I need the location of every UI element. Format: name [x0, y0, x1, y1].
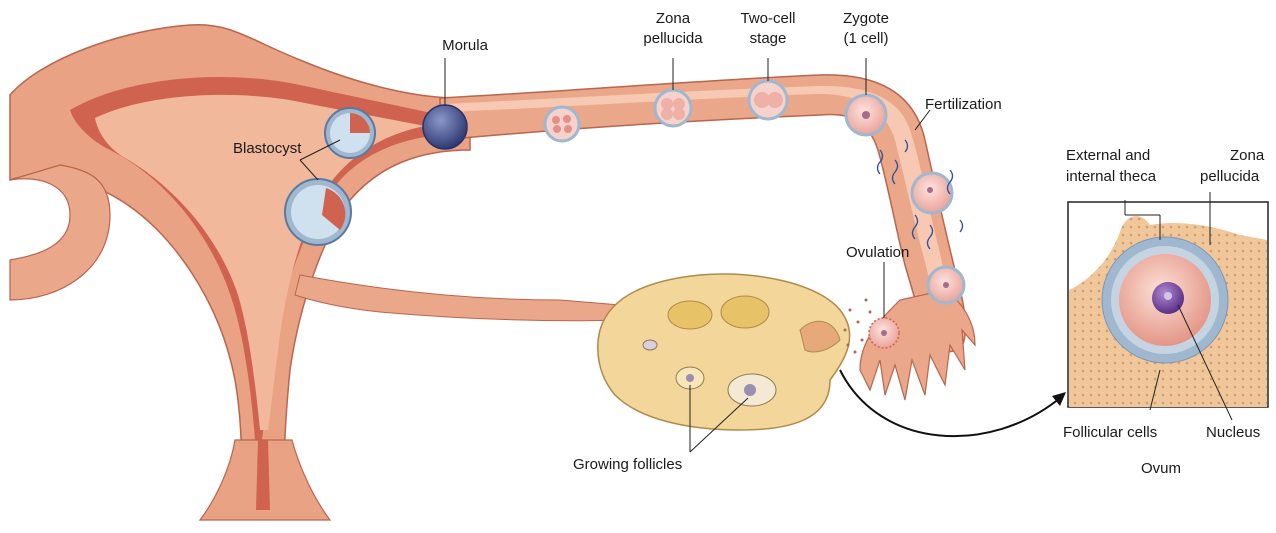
label-zygote-2: (1 cell) [843, 30, 888, 48]
ovulated-ovum [869, 318, 899, 348]
label-zona-pellucida-2: pellucida [643, 30, 702, 48]
ovum-inset [1068, 202, 1268, 407]
label-inset-zona-2: pellucida [1200, 168, 1259, 186]
label-external-theca-1: External and [1066, 147, 1150, 165]
label-ovulation: Ovulation [846, 244, 909, 262]
morula [423, 105, 467, 149]
follicle [721, 296, 769, 328]
follicle [668, 301, 712, 329]
zygote [846, 95, 886, 135]
label-morula: Morula [442, 37, 488, 55]
label-blastocyst: Blastocyst [233, 140, 301, 158]
blastocyst-1 [325, 108, 375, 158]
label-zygote-1: Zygote [843, 10, 889, 28]
two-cell-embryo [749, 81, 787, 119]
label-two-cell-2: stage [750, 30, 787, 48]
label-zona-pellucida-1: Zona [656, 10, 690, 28]
label-external-theca-2: internal theca [1066, 168, 1156, 186]
four-cell-embryo [655, 90, 691, 126]
eight-cell-embryo [545, 107, 579, 141]
label-growing-follicles: Growing follicles [573, 456, 682, 474]
ovarian-ligament [295, 275, 620, 321]
fertilized-ovum [912, 173, 952, 213]
left-tube [10, 165, 110, 300]
label-two-cell-1: Two-cell [740, 10, 795, 28]
label-follicular-cells: Follicular cells [1063, 424, 1157, 442]
label-inset-zona-1: Zona [1230, 147, 1264, 165]
label-fertilization: Fertilization [925, 96, 1002, 114]
cervical-canal [256, 440, 270, 510]
label-nucleus: Nucleus [1206, 424, 1260, 442]
ovum-in-tube [928, 267, 964, 303]
label-ovum: Ovum [1141, 460, 1181, 478]
blastocyst-2 [285, 179, 351, 245]
